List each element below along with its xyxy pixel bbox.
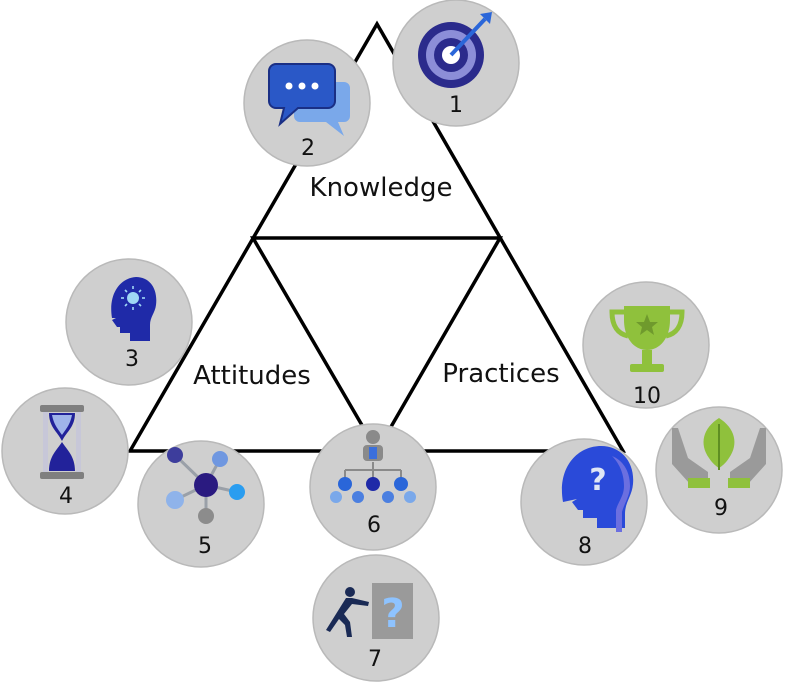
inner-triangle xyxy=(249,236,504,455)
hourglass-icon xyxy=(40,405,84,479)
node-4: 4 xyxy=(1,387,129,515)
node-number: 2 xyxy=(301,136,315,161)
section-label-attitudes: Attitudes xyxy=(193,361,311,391)
hands-leaf-icon xyxy=(672,418,766,488)
trophy-icon xyxy=(609,306,685,372)
node-8: ? 8 xyxy=(520,438,648,566)
team-hierarchy-icon xyxy=(330,430,416,503)
chat-bubbles-icon xyxy=(268,63,350,136)
node-number: 5 xyxy=(198,534,212,559)
head-question-icon: ? xyxy=(561,446,634,532)
node-1: 1 xyxy=(392,0,520,127)
node-9: 9 xyxy=(655,406,783,534)
section-label-knowledge: Knowledge xyxy=(310,173,453,203)
node-number: 6 xyxy=(367,513,381,538)
node-5: 5 xyxy=(137,440,265,568)
node-3: 3 xyxy=(65,258,193,386)
node-number: 7 xyxy=(368,647,382,672)
target-icon xyxy=(418,12,492,88)
node-number: 1 xyxy=(449,93,463,118)
node-number: 10 xyxy=(633,384,661,409)
node-number: 3 xyxy=(125,347,139,372)
node-number: 9 xyxy=(714,496,728,521)
node-7: ? 7 xyxy=(312,554,440,682)
head-lightbulb-icon xyxy=(111,277,157,341)
section-label-practices: Practices xyxy=(442,359,559,389)
svg-text:?: ? xyxy=(381,591,404,637)
node-number: 8 xyxy=(578,534,592,559)
node-6: 6 xyxy=(309,423,437,551)
person-pushing-question-icon: ? xyxy=(326,583,413,639)
node-number: 4 xyxy=(59,484,73,509)
network-icon xyxy=(166,447,245,524)
svg-text:?: ? xyxy=(589,463,606,498)
node-10: 10 xyxy=(582,281,710,409)
node-2: 2 xyxy=(243,39,371,167)
